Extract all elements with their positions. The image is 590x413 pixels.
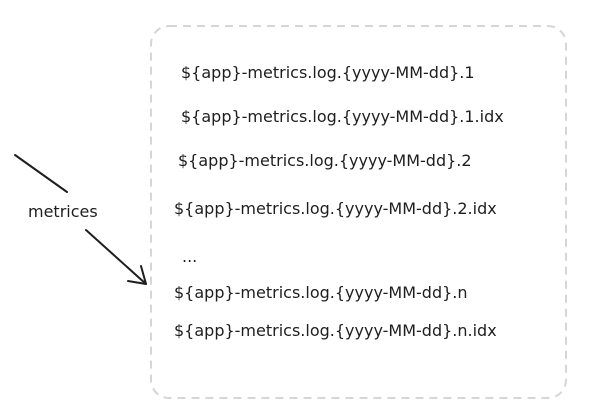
file-entry: ${app}-metrics.log.{yyyy-MM-dd}.2 [178, 151, 472, 170]
arrow-head-icon [127, 265, 147, 285]
arrow-shaft-upper [14, 154, 68, 193]
file-entry: ${app}-metrics.log.{yyyy-MM-dd}.n.idx [174, 321, 497, 340]
arrow-shaft-lower [85, 229, 147, 285]
file-entry: ${app}-metrics.log.{yyyy-MM-dd}.n [174, 283, 468, 302]
log-files-container [150, 25, 567, 399]
file-entry: ${app}-metrics.log.{yyyy-MM-dd}.1 [181, 63, 475, 82]
file-ellipsis: ... [182, 247, 197, 266]
arrow-label: metrices [28, 202, 98, 221]
file-entry: ${app}-metrics.log.{yyyy-MM-dd}.2.idx [174, 199, 497, 218]
file-entry: ${app}-metrics.log.{yyyy-MM-dd}.1.idx [181, 107, 504, 126]
